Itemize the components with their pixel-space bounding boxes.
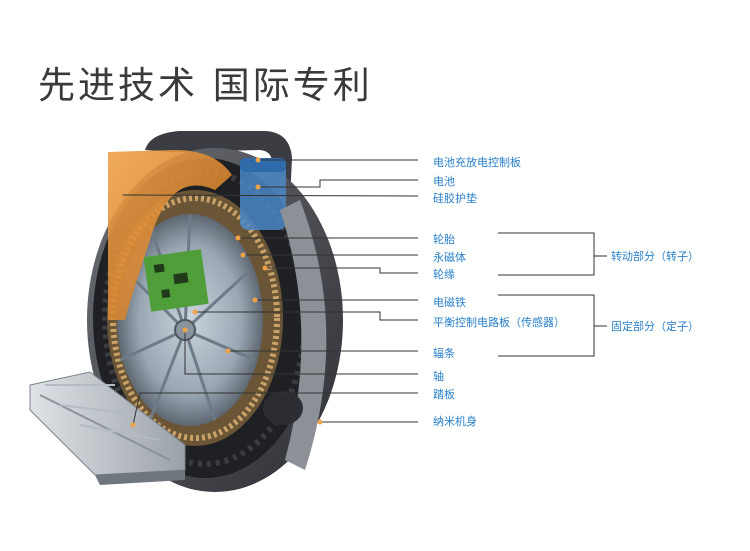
group-brackets (498, 232, 607, 357)
battery-pack (240, 158, 286, 230)
group-label-stator: 固定部分（定子） (611, 319, 699, 333)
leader-dot-silicone-pad (117, 192, 123, 198)
leader-dot-balance-board (192, 309, 198, 315)
leader-dot-iron-core (252, 297, 258, 303)
leader-dot-battery-board (255, 157, 261, 163)
leader-battery (258, 179, 418, 188)
leader-dot-spoke (225, 348, 231, 354)
balance-circuit-board (143, 249, 209, 312)
nano-body-pad (263, 391, 303, 425)
label-axle: 轴 (433, 369, 444, 383)
label-balance-board: 平衡控制电路板（传感器） (433, 315, 565, 329)
leader-dot-pedal (130, 422, 136, 428)
label-rim: 轮缘 (433, 267, 455, 281)
label-iron-core: 电磁铁 (433, 296, 466, 309)
leader-dot-nano-body (317, 419, 323, 425)
label-tire: 轮胎 (433, 232, 455, 246)
leader-axle (184, 330, 418, 375)
pedal (29, 371, 186, 485)
handle (145, 131, 292, 200)
label-nano-body: 纳米机身 (433, 414, 477, 428)
label-silicone-pad: 硅胶护垫 (433, 191, 477, 205)
leader-dot-axle (182, 327, 188, 333)
battery-housing (108, 150, 232, 320)
leader-dot-tire (235, 235, 241, 241)
page-title: 先进技术 国际专利 (38, 64, 373, 107)
label-magnet: 永磁体 (433, 250, 466, 264)
group-labels: 转动部分（转子） 固定部分（定子） (611, 249, 699, 333)
leader-pedal (132, 392, 418, 426)
leader-rim (265, 267, 418, 274)
leader-lines (119, 159, 419, 426)
leader-dots (117, 157, 323, 428)
leader-silicone-pad (119, 194, 419, 197)
leader-dot-rim (262, 265, 268, 271)
label-spoke: 辐条 (433, 346, 455, 360)
leader-balance-board (195, 311, 418, 321)
label-battery: 电池 (433, 175, 455, 188)
label-pedal: 踏板 (433, 387, 455, 401)
label-battery-board: 电池充放电控制板 (433, 155, 521, 169)
group-label-rotor: 转动部分（转子） (611, 249, 699, 263)
leader-dot-magnet (240, 252, 246, 258)
leader-dot-battery (255, 184, 261, 190)
